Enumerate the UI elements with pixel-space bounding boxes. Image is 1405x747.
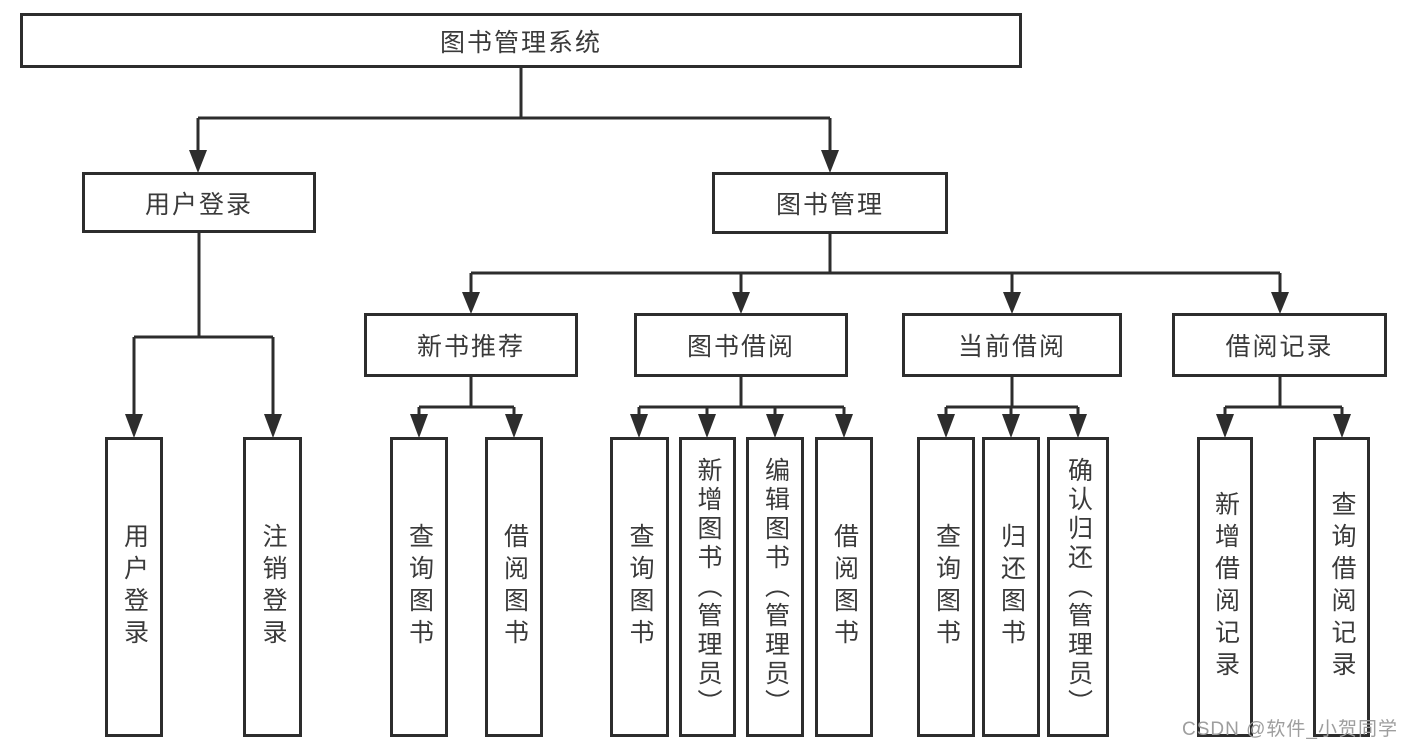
leaf-borrow-book-recommend: 借阅图书	[485, 437, 543, 737]
leaf-add-book-admin-label: 新增图书（管理员）	[694, 456, 722, 718]
leaf-logout-login: 注销登录	[243, 437, 302, 737]
leaf-borrow-book-recommend-label: 借阅图书	[500, 523, 529, 651]
leaf-return-book: 归还图书	[982, 437, 1040, 737]
leaf-query-book-borrow-label: 查询图书	[626, 523, 654, 651]
leaf-confirm-return-admin: 确认归还（管理员）	[1047, 437, 1109, 737]
leaf-query-book-current-label: 查询图书	[932, 523, 961, 651]
leaf-query-book-recommend-label: 查询图书	[405, 523, 434, 651]
leaf-edit-book-admin: 编辑图书（管理员）	[746, 437, 804, 737]
leaf-confirm-return-admin-label: 确认归还（管理员）	[1064, 456, 1093, 718]
leaf-query-borrow-record-label: 查询借阅记录	[1328, 491, 1356, 683]
node-book-borrow: 图书借阅	[634, 313, 848, 377]
node-book-management: 图书管理	[712, 172, 948, 234]
leaf-query-borrow-record: 查询借阅记录	[1313, 437, 1370, 737]
leaf-borrow-book-label: 借阅图书	[830, 523, 859, 651]
leaf-user-login: 用户登录	[105, 437, 163, 737]
leaf-return-book-label: 归还图书	[997, 523, 1026, 651]
leaf-borrow-book: 借阅图书	[815, 437, 873, 737]
leaf-edit-book-admin-label: 编辑图书（管理员）	[761, 456, 790, 718]
node-borrow-records: 借阅记录	[1172, 313, 1387, 377]
leaf-add-book-admin: 新增图书（管理员）	[679, 437, 736, 737]
leaf-query-book-current: 查询图书	[917, 437, 975, 737]
leaf-add-borrow-record: 新增借阅记录	[1197, 437, 1253, 737]
node-user-login: 用户登录	[82, 172, 316, 233]
node-new-book-recommend: 新书推荐	[364, 313, 578, 377]
leaf-add-borrow-record-label: 新增借阅记录	[1211, 491, 1240, 683]
node-root-system: 图书管理系统	[20, 13, 1022, 68]
node-current-borrow: 当前借阅	[902, 313, 1122, 377]
leaf-user-login-label: 用户登录	[120, 523, 149, 651]
leaf-query-book-recommend: 查询图书	[390, 437, 448, 737]
leaf-logout-login-label: 注销登录	[259, 523, 287, 651]
leaf-query-book-borrow: 查询图书	[610, 437, 669, 737]
csdn-watermark: CSDN @软件_小贺同学	[1182, 719, 1398, 740]
